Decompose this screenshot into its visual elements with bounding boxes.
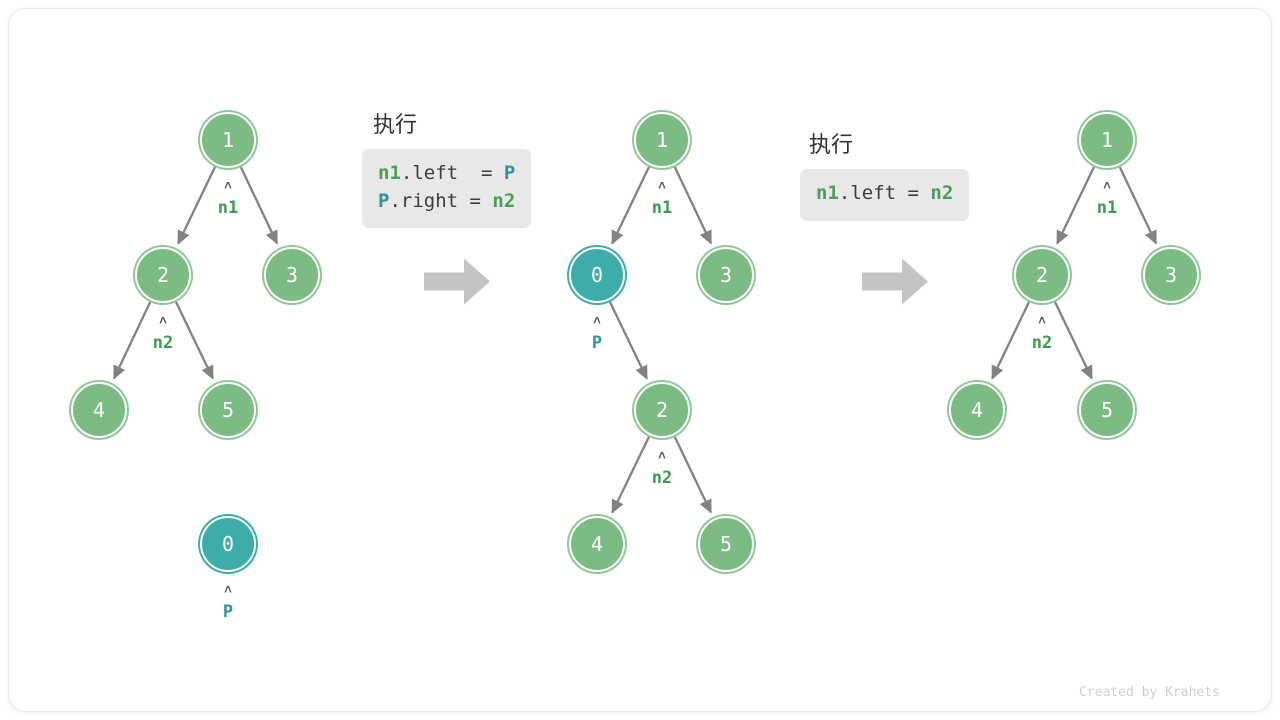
tree-node-value: 1 [221,128,235,152]
code-token: n2 [930,182,954,204]
tree-node: 4 [569,516,625,572]
tree-node-value: 1 [1100,128,1114,152]
tree-node: 0 [569,247,625,303]
tree-node: 5 [698,516,754,572]
tree-edge [1118,166,1158,245]
tree-node-value: 1 [655,128,669,152]
pointer-label: ˄ n1 [652,180,672,217]
pointer-label-text: n2 [651,468,673,488]
caret-icon: ˄ [1103,179,1111,194]
transition-arrow-1 [424,258,490,310]
tree-edge [673,436,712,514]
pointer-label-text: n2 [1031,333,1053,353]
code-token: .left = [838,182,931,204]
code-token: n1 [816,182,839,204]
tree-edge [991,301,1031,380]
tree-node: 4 [71,382,127,438]
tree-edge [112,301,152,380]
pointer-label: ˄P [592,315,602,352]
tree-edge [174,301,214,380]
step-title-3: 执行 [809,133,854,158]
pointer-label-text: n1 [651,198,673,218]
tree-node: 0 [200,516,256,572]
tree-node-value: 4 [590,532,604,556]
tree-node-value: 4 [970,398,984,422]
tree-edge [611,166,651,245]
transition-arrow-2 [862,258,928,310]
caret-icon: ˄ [593,314,601,329]
tree-edge [1053,301,1093,380]
caret-icon: ˄ [224,583,232,598]
tree-node-value: 5 [1100,398,1114,422]
caret-icon: ˄ [658,449,666,464]
tree-edge [1056,166,1096,245]
credit-text: Created by Krahets [1079,685,1220,700]
pointer-label-text: n2 [152,333,174,353]
tree-node: 2 [135,247,191,303]
tree-node-value: 0 [590,263,604,287]
tree-edge [673,166,713,245]
tree-node: 5 [1079,382,1135,438]
tree-edge [177,166,217,245]
code-token: P [378,189,390,212]
pointer-label: ˄ n2 [652,450,672,487]
tree-node-value: 5 [221,398,235,422]
code-block-step-2: n1.left = P P.right = n2 [362,149,532,229]
tree-edge [608,301,648,380]
tree-node: 2 [1014,247,1070,303]
code-block-step-3: n1.left = n2 [800,169,970,221]
pointer-label-text: P [222,602,234,622]
caret-icon: ˄ [658,179,666,194]
pointer-label-text: P [591,333,603,353]
tree-node-value: 2 [1035,263,1049,287]
tree-node: 5 [200,382,256,438]
pointer-label: ˄P [223,584,233,621]
pointer-label: ˄ n1 [218,180,238,217]
caret-icon: ˄ [1038,314,1046,329]
pointer-label-text: n1 [1096,198,1118,218]
tree-node-value: 5 [719,532,733,556]
tree-node: 1 [200,112,256,168]
tree-node: 1 [1079,112,1135,168]
tree-node: 4 [949,382,1005,438]
pointer-label: ˄ n2 [153,315,173,352]
tree-edges-layer [112,166,1158,514]
tree-node-value: 3 [285,263,299,287]
pointer-label-text: n1 [217,198,239,218]
caret-icon: ˄ [224,179,232,194]
tree-node-value: 2 [156,263,170,287]
code-token: .left = [400,162,504,184]
tree-node: 3 [264,247,320,303]
step-title-2: 执行 [373,113,418,138]
tree-node: 3 [1143,247,1199,303]
code-token: n2 [492,189,516,212]
tree-node-value: 3 [1164,263,1178,287]
pointer-label: ˄ n2 [1032,315,1052,352]
tree-edge [239,166,279,245]
tree-node-value: 0 [221,532,235,556]
tree-node: 2 [634,382,690,438]
caret-icon: ˄ [159,314,167,329]
tree-node: 3 [698,247,754,303]
code-token: n1 [378,162,401,184]
code-token: .right = [389,189,493,212]
code-token: P [503,162,516,184]
tree-node-value: 3 [719,263,733,287]
tree-node: 1 [634,112,690,168]
pointer-label: ˄ n1 [1097,180,1117,217]
tree-node-value: 2 [655,398,669,422]
tree-node-value: 4 [92,398,106,422]
tree-edge [611,436,650,514]
